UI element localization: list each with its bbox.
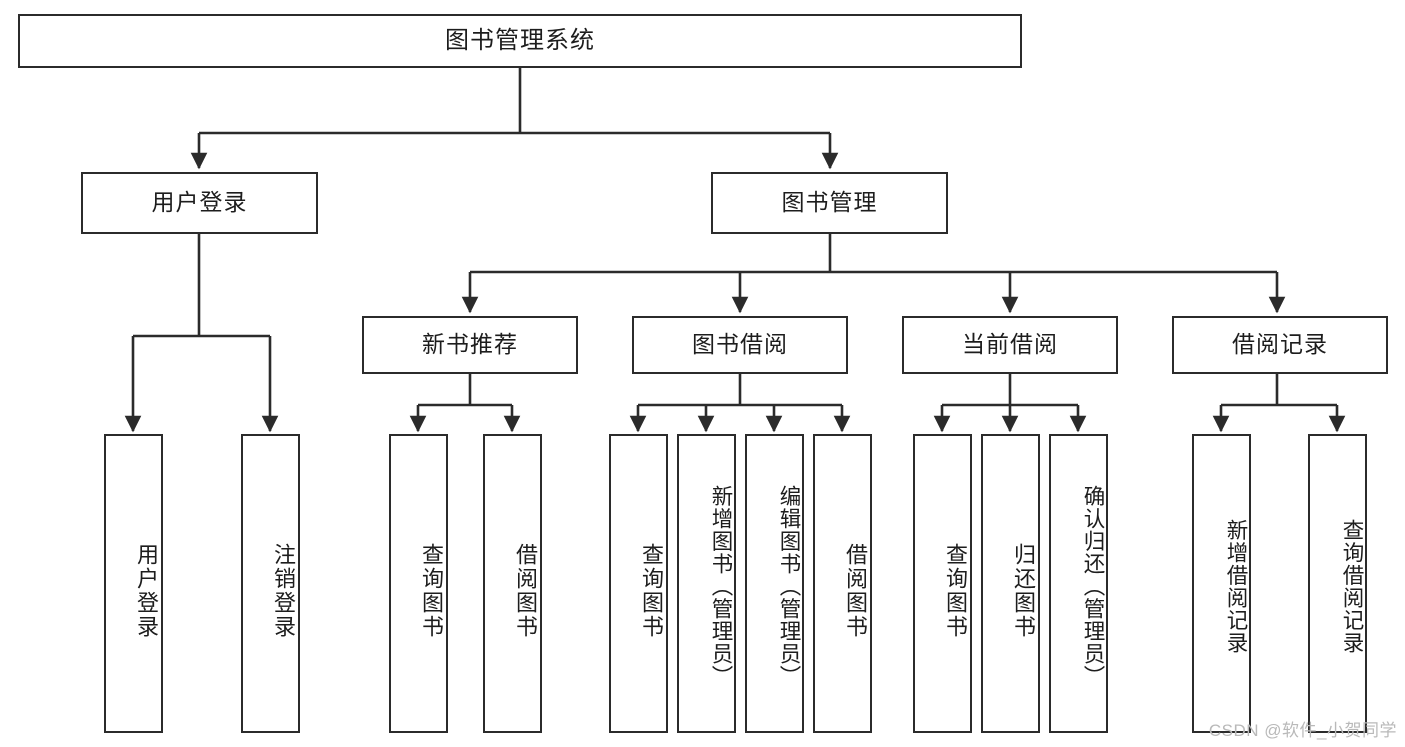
- node-label: 当前借阅: [962, 331, 1058, 358]
- leaf-book-borrow-add[interactable]: 新增图书（管理员）: [677, 434, 736, 733]
- node-label: 查询借阅记录: [1340, 519, 1364, 654]
- node-label: 确认归还（管理员）: [1081, 485, 1105, 688]
- node-book-borrow[interactable]: 图书借阅: [632, 316, 848, 374]
- node-label: 编辑图书（管理员）: [777, 485, 801, 688]
- leaf-borrow-record-add[interactable]: 新增借阅记录: [1192, 434, 1251, 733]
- leaf-book-borrow-query[interactable]: 查询图书: [609, 434, 668, 733]
- leaf-current-borrow-return[interactable]: 归还图书: [981, 434, 1040, 733]
- node-label: 查询图书: [943, 542, 968, 639]
- node-label: 图书借阅: [692, 331, 788, 358]
- node-label: 查询图书: [639, 542, 664, 639]
- node-borrow-record[interactable]: 借阅记录: [1172, 316, 1388, 374]
- node-label: 用户登录: [134, 542, 159, 639]
- leaf-user-login-login[interactable]: 用户登录: [104, 434, 163, 733]
- node-label: 新增图书（管理员）: [709, 485, 733, 688]
- node-label: 新书推荐: [422, 331, 518, 358]
- node-label: 查询图书: [419, 542, 444, 639]
- node-label: 用户登录: [151, 189, 248, 216]
- node-label: 借阅图书: [513, 542, 538, 639]
- node-user-login[interactable]: 用户登录: [81, 172, 318, 234]
- leaf-user-login-logout[interactable]: 注销登录: [241, 434, 300, 733]
- node-label: 注销登录: [271, 542, 296, 639]
- watermark-text: CSDN @软件_小贺同学: [1208, 721, 1397, 740]
- leaf-book-borrow-borrow[interactable]: 借阅图书: [813, 434, 872, 733]
- node-label: 借阅记录: [1232, 331, 1328, 358]
- leaf-current-borrow-confirm-return[interactable]: 确认归还（管理员）: [1049, 434, 1108, 733]
- node-label: 归还图书: [1011, 542, 1036, 639]
- node-label: 借阅图书: [843, 542, 868, 639]
- leaf-book-borrow-edit[interactable]: 编辑图书（管理员）: [745, 434, 804, 733]
- node-root-system[interactable]: 图书管理系统: [18, 14, 1022, 68]
- node-new-book-recommend[interactable]: 新书推荐: [362, 316, 578, 374]
- node-current-borrow[interactable]: 当前借阅: [902, 316, 1118, 374]
- leaf-borrow-record-query[interactable]: 查询借阅记录: [1308, 434, 1367, 733]
- node-label: 图书管理系统: [445, 26, 595, 54]
- leaf-new-book-borrow[interactable]: 借阅图书: [483, 434, 542, 733]
- node-book-management[interactable]: 图书管理: [711, 172, 948, 234]
- leaf-new-book-query[interactable]: 查询图书: [389, 434, 448, 733]
- leaf-current-borrow-query[interactable]: 查询图书: [913, 434, 972, 733]
- node-label: 图书管理: [781, 189, 878, 216]
- node-label: 新增借阅记录: [1224, 519, 1248, 654]
